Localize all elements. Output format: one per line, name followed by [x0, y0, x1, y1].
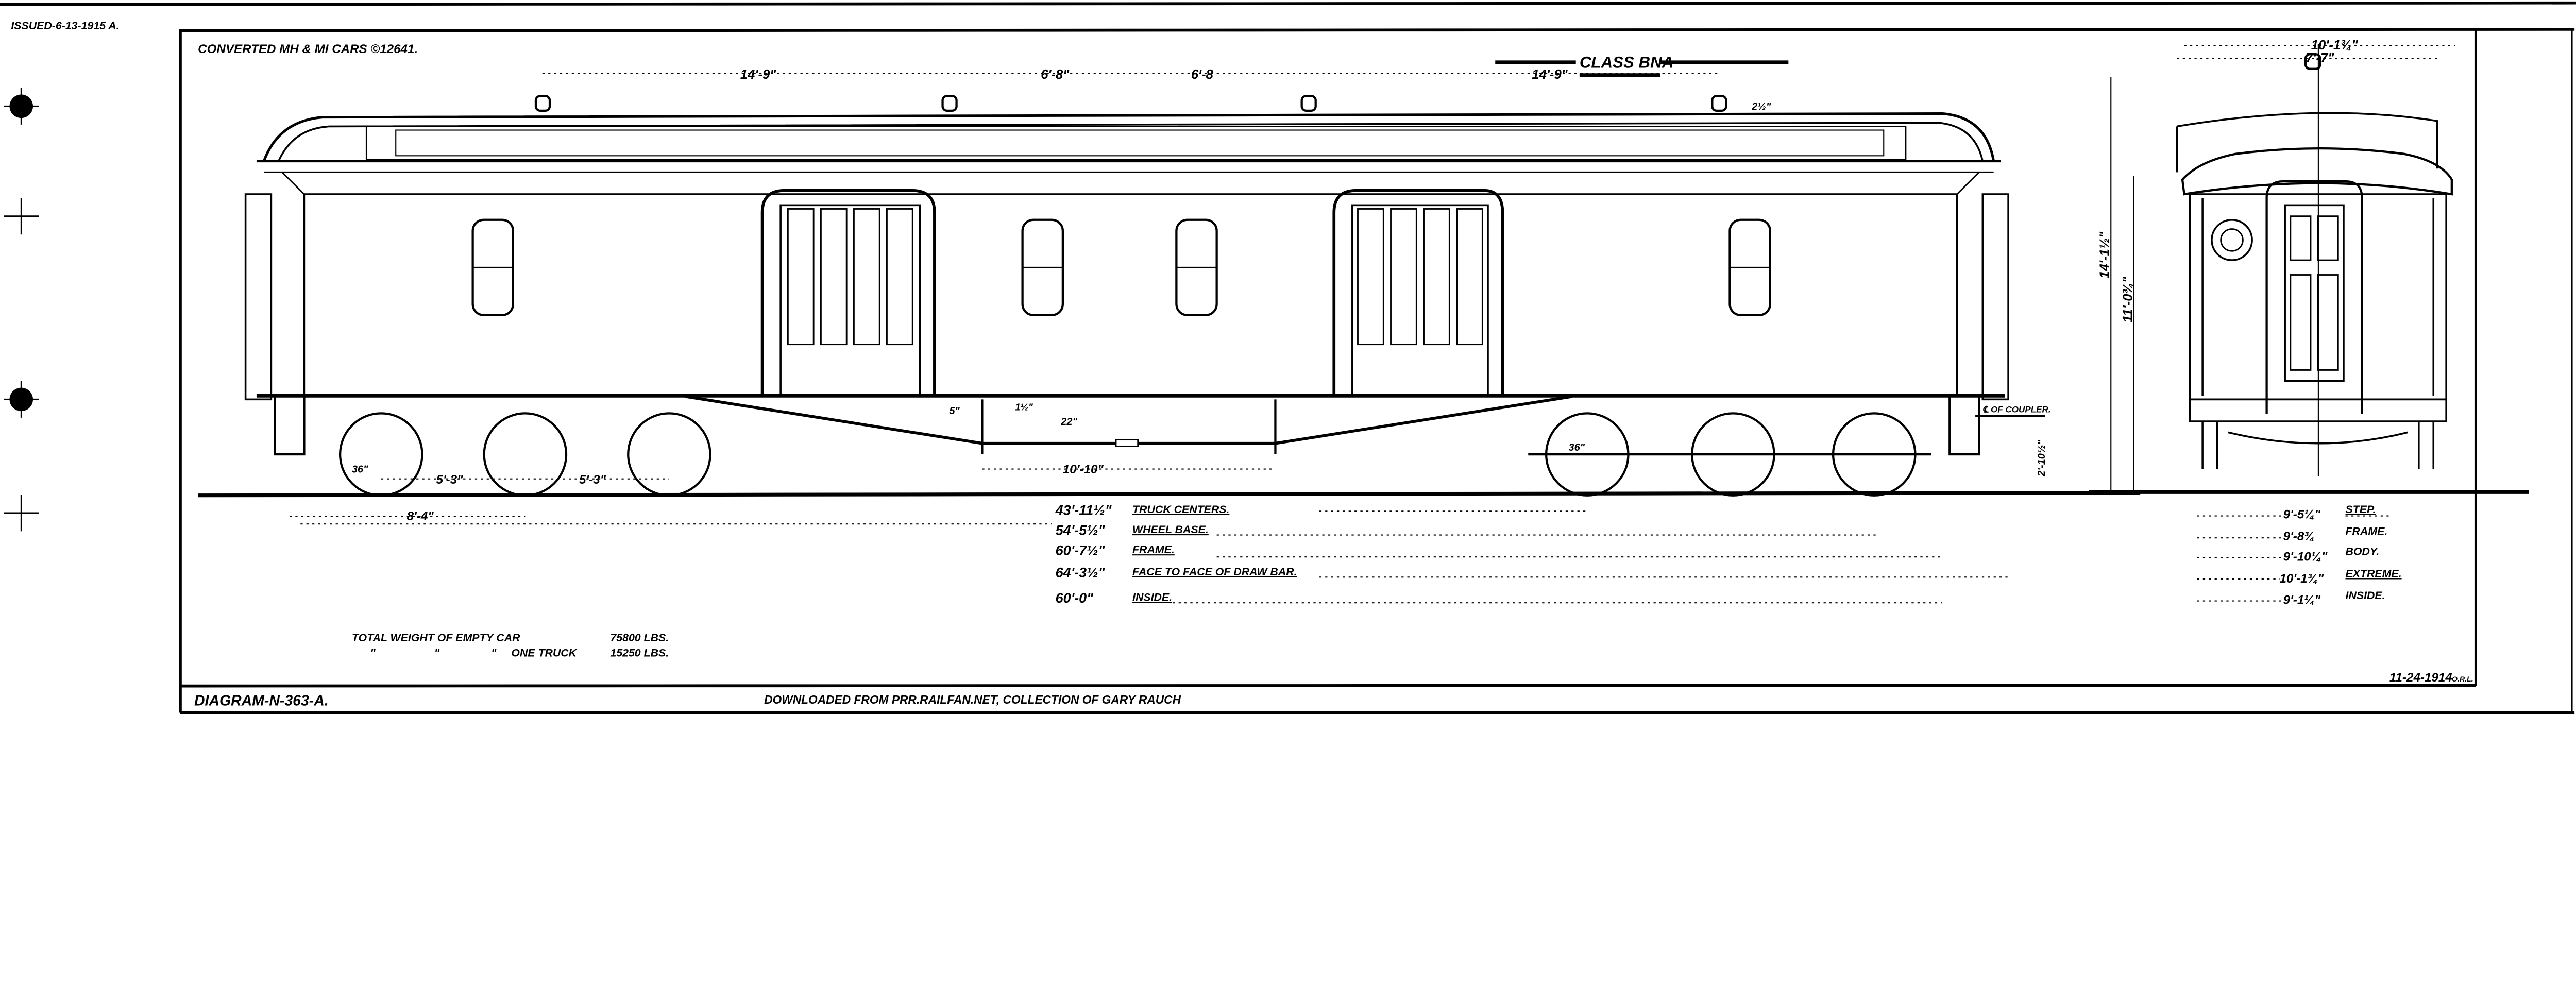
roof-vents [534, 95, 1727, 112]
dim-value: 9'-5¼" [2283, 508, 2321, 522]
end-width-extreme: 10'-1¾" [2311, 38, 2359, 53]
end-height-eaves: 11'-0¾" [2121, 276, 2136, 322]
truss-depth: 22" [1060, 416, 1077, 428]
class-title: CLASS BNA [1495, 54, 1789, 77]
issued-stamp: ISSUED-6-13-1915 A. [11, 20, 119, 32]
weights-table: TOTAL WEIGHT OF EMPTY CAR 75800 LBS. " "… [352, 632, 669, 659]
coupler-height: 2'-10½" [2036, 440, 2047, 477]
dim-value: 10'-1¾" [2279, 572, 2324, 586]
truss-length: 10'-10" [1063, 463, 1104, 476]
width-dimensions: 9'-5¼" STEP. 9'-8¾ FRAME. 9'-10¼" BODY. … [2197, 503, 2402, 607]
vent-height: 2½" [1751, 101, 1771, 112]
weight-truck-value: 15250 LBS. [610, 647, 669, 659]
diagram-number: DIAGRAM-N-363-A. [194, 692, 329, 709]
dim-label: FACE TO FACE OF DRAW BAR. [1132, 566, 1297, 578]
end-to-truck: 8'-4" [407, 509, 434, 523]
weight-truck-label: ONE TRUCK [511, 647, 577, 659]
ditto-mark: " [434, 647, 440, 659]
dim-label: INSIDE. [2346, 589, 2385, 602]
side-windows [471, 218, 1771, 316]
length-dimensions: 43'-11½" TRUCK CENTERS. 54'-5½" WHEEL BA… [1055, 502, 1297, 606]
vent-spacing-3: 6'-8 [1191, 67, 1214, 82]
weight-car-value: 75800 LBS. [610, 632, 669, 644]
wheels [338, 412, 1931, 497]
dim-value: 54'-5½" [1056, 523, 1106, 538]
converted-note: CONVERTED MH & MI CARS ©12641. [198, 42, 418, 56]
brake-wheel [2211, 219, 2253, 261]
vent-spacing-1: 14'-9" [740, 67, 776, 82]
ditto-mark: " [491, 647, 497, 659]
dim-label: INSIDE. [1132, 591, 1172, 604]
class-label: CLASS BNA [1580, 54, 1673, 72]
end-width-roof: 7'-7" [2306, 51, 2334, 65]
drawing: ISSUED-6-13-1915 A. CONVERTED MH & MI CA… [0, 1, 2576, 714]
wheel-diameter-right: 36" [1569, 442, 1585, 453]
drawing-date: 11-24-1914 [2389, 671, 2452, 685]
dim-label: WHEEL BASE. [1132, 523, 1209, 536]
dim-label: STEP. [2346, 503, 2376, 516]
wheel-diameter-left: 36" [352, 464, 368, 475]
sheet-border [0, 1, 2576, 714]
vent-spacing-4: 14'-9" [1532, 67, 1568, 82]
drafter-initials: O.R.L. [2452, 675, 2473, 684]
dim-value: 64'-3½" [1056, 565, 1106, 580]
download-credit: DOWNLOADED FROM PRR.RAILFAN.NET, COLLECT… [764, 693, 1181, 706]
vent-spacing-2: 6'-8" [1041, 67, 1070, 82]
dim-value: 9'-1¼" [2283, 593, 2321, 607]
truss-small: 1½" [1015, 402, 1033, 413]
dim-value: 60'-7½" [1056, 543, 1106, 558]
dim-value: 43'-11½" [1055, 502, 1112, 518]
weight-car-label: TOTAL WEIGHT OF EMPTY CAR [352, 632, 520, 644]
registration-marks [4, 88, 39, 532]
dim-label: EXTREME. [2346, 567, 2402, 580]
dim-label: BODY. [2346, 546, 2380, 558]
end-height-total: 14'-1½" [2098, 231, 2112, 279]
truss-offset: 5" [949, 405, 960, 417]
dim-value: 9'-10¼" [2283, 550, 2328, 564]
side-elevation [198, 73, 2141, 604]
wheel-spacing-1: 5'-3" [436, 473, 463, 487]
dim-label: FRAME. [1132, 543, 1175, 556]
coupler-label: ℄ OF COUPLER. [1982, 404, 2050, 414]
ditto-mark: " [370, 647, 376, 659]
dim-label: TRUCK CENTERS. [1132, 503, 1229, 516]
dim-label: FRAME. [2346, 525, 2388, 538]
dim-value: 9'-8¾ [2283, 530, 2315, 543]
clerestory-windows [395, 129, 1885, 157]
end-elevation [2089, 44, 2529, 494]
baggage-doors [760, 189, 1504, 397]
wheel-spacing-2: 5'-3" [579, 473, 606, 487]
dim-value: 60'-0" [1056, 590, 1094, 606]
